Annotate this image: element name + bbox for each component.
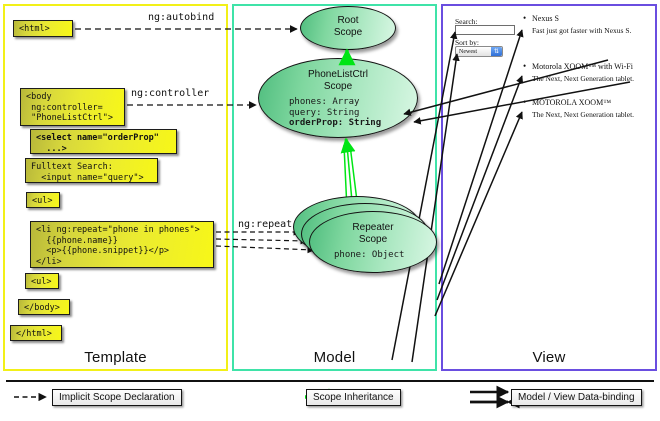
- ul-open-box: <ul>: [26, 192, 60, 208]
- search-input[interactable]: [455, 25, 515, 35]
- sort-by-select[interactable]: Newest ⇅: [455, 46, 503, 57]
- repeater-scope: Repeater Scope phone: Object: [309, 211, 437, 273]
- column-label-view: View: [532, 349, 566, 366]
- label-ng-repeat: ng:repeat: [238, 219, 293, 230]
- phone-snippet: The Next, Next Generation tablet.: [532, 74, 635, 83]
- repeater-scope-title: Repeater Scope: [352, 222, 394, 245]
- fulltext-search-box: Fulltext Search: <input name="query">: [25, 158, 158, 183]
- body-close-box: </body>: [18, 299, 70, 315]
- view-search-label: Search:: [455, 17, 478, 26]
- bullet-icon: •: [523, 97, 527, 107]
- column-view: View: [441, 4, 657, 371]
- html-open-box: <html>: [13, 20, 73, 37]
- phone-name: Nexus S: [532, 14, 559, 23]
- phone-name: Motorola XOOM™ with Wi-Fi: [532, 62, 633, 71]
- column-label-model: Model: [313, 349, 356, 366]
- phonelistctrl-scope-title: PhoneListCtrl Scope: [307, 69, 369, 92]
- scope-prop-phones: phones: Array: [289, 97, 360, 107]
- phone-name: MOTOROLA XOOM™: [532, 98, 612, 107]
- legend-implicit-scope: Implicit Scope Declaration: [52, 389, 182, 406]
- bullet-icon: •: [523, 13, 527, 23]
- sort-by-selected-value: Newest: [459, 49, 477, 55]
- phonelistctrl-scope: PhoneListCtrl Scope phones: Array query:…: [258, 58, 418, 138]
- select-orderprop-box: <select name="orderProp" ...>: [30, 129, 177, 154]
- legend-divider: [6, 380, 654, 382]
- li-ngrepeat-box: <li ng:repeat="phone in phones"> {{phone…: [30, 221, 214, 268]
- phone-snippet: Fast just got faster with Nexus S.: [532, 26, 632, 35]
- scope-prop-orderprop: orderProp: String: [289, 118, 382, 128]
- label-ng-autobind: ng:autobind: [148, 12, 215, 23]
- legend-scope-inheritance: Scope Inheritance: [306, 389, 401, 406]
- scope-prop-query: query: String: [289, 107, 360, 118]
- scope-prop-phone: phone: Object: [334, 250, 405, 260]
- ul-close-box: <ul>: [25, 273, 59, 289]
- legend: Implicit Scope Declaration Scope Inherit…: [0, 378, 660, 421]
- column-template: Template: [3, 4, 228, 371]
- root-scope: Root Scope: [300, 6, 396, 50]
- root-scope-title: Root Scope: [333, 15, 363, 38]
- label-ng-controller: ng:controller: [131, 88, 210, 99]
- legend-data-binding: Model / View Data-binding: [511, 389, 642, 406]
- column-label-template: Template: [84, 349, 147, 366]
- chevron-updown-icon: ⇅: [491, 47, 502, 56]
- bullet-icon: •: [523, 61, 527, 71]
- phone-snippet: The Next, Next Generation tablet.: [532, 110, 635, 119]
- body-controller-box: <body ng:controller= "PhoneListCtrl">: [20, 88, 125, 126]
- html-close-box: </html>: [10, 325, 62, 341]
